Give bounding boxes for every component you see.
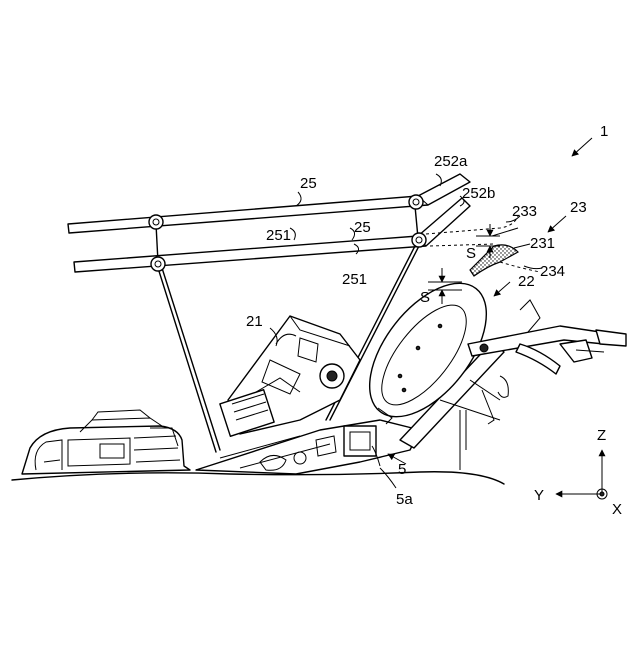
label-frame-part: 5a (396, 491, 413, 508)
label-dish: 22 (518, 273, 535, 290)
arrow-dish (494, 282, 510, 296)
label-rail-end-upper: 252a (434, 153, 468, 170)
label-body: 21 (246, 313, 263, 330)
label-device: 1 (600, 123, 608, 140)
label-gap-lower: S (420, 289, 430, 306)
axis-y-label: Y (534, 487, 544, 504)
arrow-device (572, 138, 592, 156)
rear-body (22, 410, 190, 474)
ground-line (12, 472, 504, 484)
label-support: 23 (570, 199, 587, 216)
label-support-lower: 234 (540, 263, 565, 280)
label-rail-lower: 25 (354, 219, 371, 236)
label-rail-bar-lower: 251 (342, 271, 367, 288)
axis-x-label: X (612, 501, 622, 518)
coordinate-axes (556, 450, 607, 499)
label-support-upper: 233 (512, 203, 537, 220)
rod-left-long (158, 268, 216, 452)
arrow-support (548, 216, 566, 232)
label-rail: 25 (300, 175, 317, 192)
label-rail-bar-upper: 251 (266, 227, 291, 244)
label-support-main: 231 (530, 235, 555, 252)
axis-z-label: Z (597, 427, 606, 444)
label-gap-upper: S (466, 245, 476, 262)
label-frame: 5 (398, 461, 406, 478)
label-rail-end-lower: 252b (462, 185, 495, 202)
